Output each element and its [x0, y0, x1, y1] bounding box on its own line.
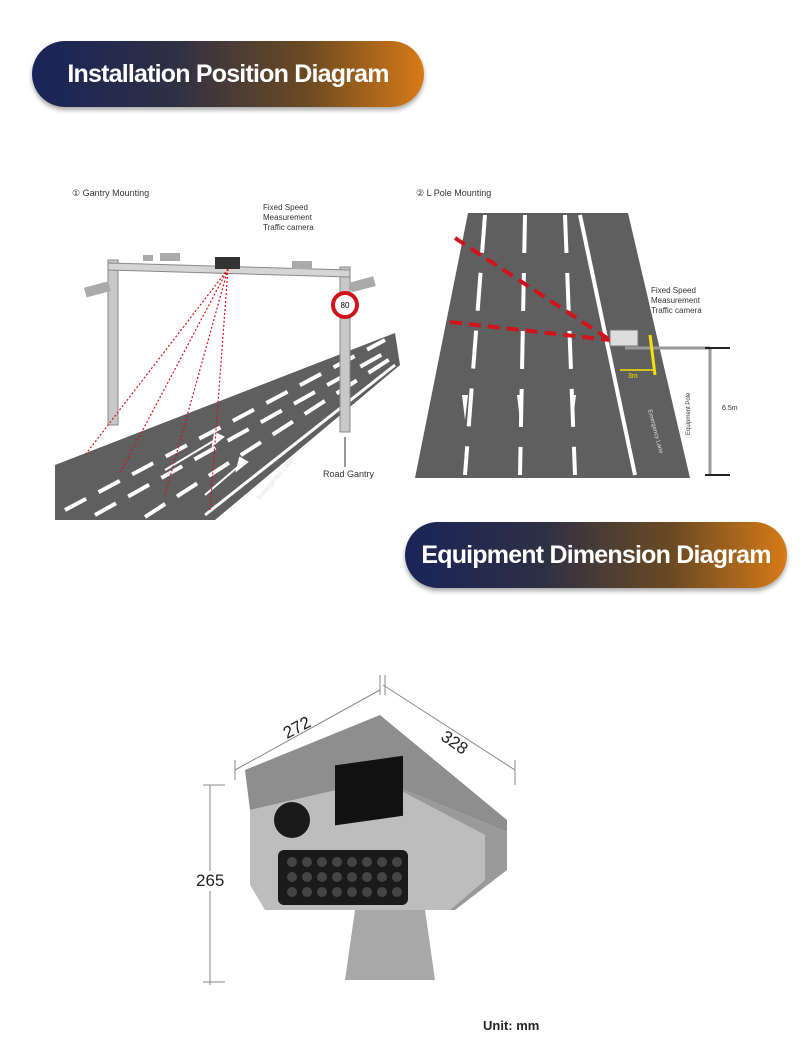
height-label: 6.5m — [722, 405, 738, 412]
camera-diagram — [203, 675, 516, 985]
installation-banner: Installation Position Diagram — [32, 41, 424, 107]
lpole-title: ② L Pole Mounting — [416, 188, 492, 198]
height-dimension: 265 — [196, 871, 225, 891]
distance-label: 3m — [628, 373, 638, 380]
gantry-title: ① Gantry Mounting — [72, 188, 150, 198]
gantry-diagram: Emergency Lane 80 — [55, 253, 400, 520]
speed-sign: 80 — [341, 301, 350, 310]
pole-label: Equipment Pole — [686, 392, 692, 435]
unit-label: Unit: mm — [483, 1018, 540, 1033]
dimension-banner: Equipment Dimension Diagram — [405, 522, 787, 588]
road-gantry-label: Road Gantry — [323, 469, 375, 479]
lpole-diagram: 3m 6.5m Equipment Pole Emergency Lane — [415, 213, 738, 478]
